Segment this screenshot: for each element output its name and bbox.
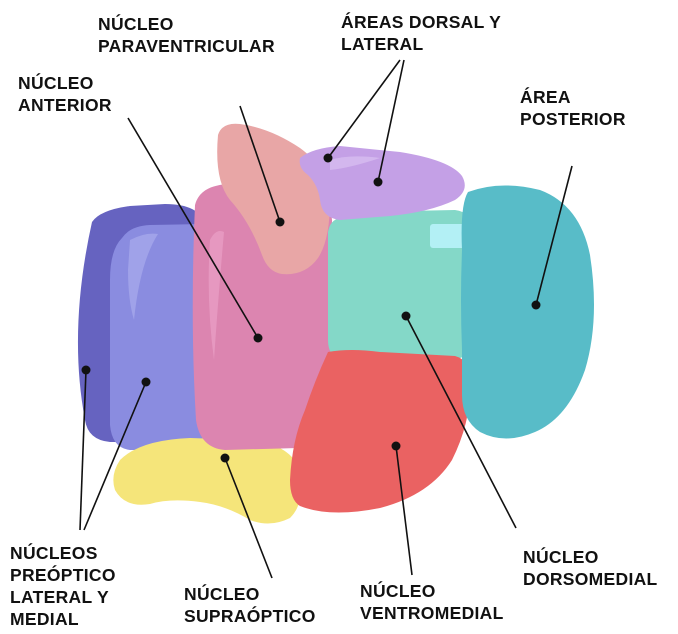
supraoptic-nucleus [113,438,301,524]
pointer-dorsal-1 [328,60,400,158]
marker-supraoptic [221,454,230,463]
dorsomedial-highlight [430,224,466,248]
marker-anterior [254,334,263,343]
marker-dorsal-2 [374,178,383,187]
marker-dorsomedial [402,312,411,321]
marker-paraventricular [276,218,285,227]
marker-ventromedial [392,442,401,451]
posterior-area [461,185,594,438]
marker-lateral-preoptic [82,366,91,375]
marker-medial-preoptic [142,378,151,387]
marker-dorsal-1 [324,154,333,163]
marker-posterior [532,301,541,310]
